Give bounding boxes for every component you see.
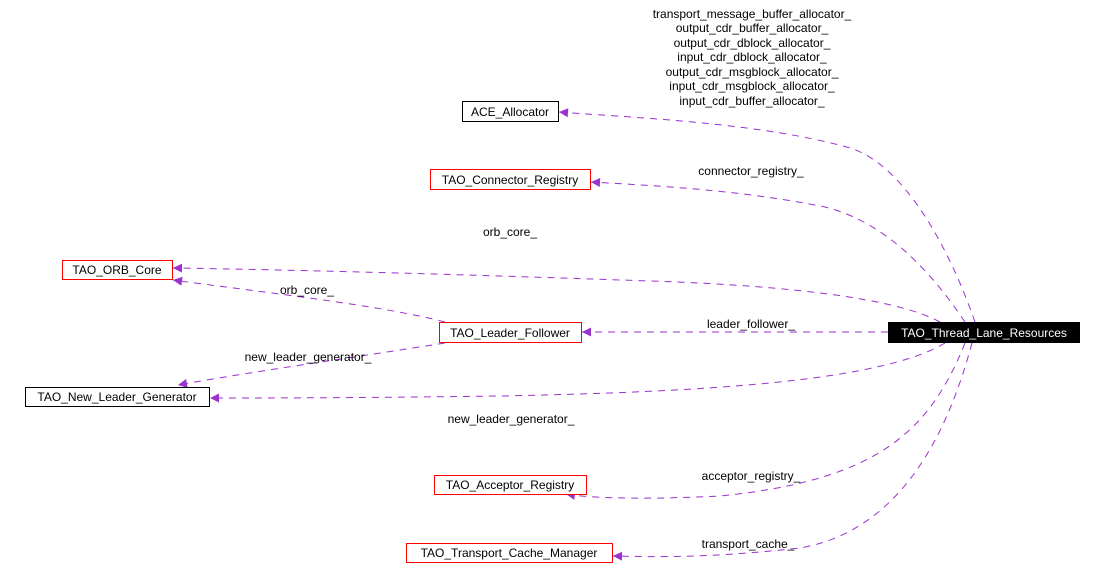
edge-transport-cache	[612, 342, 973, 561]
edge-orb-core-lf	[172, 276, 446, 323]
edge-label: input_cdr_dblock_allocator_	[677, 50, 827, 64]
node-label: TAO_Thread_Lane_Resources	[901, 326, 1067, 340]
edge-label-orb-core-tlr: orb_core_	[483, 225, 537, 239]
edge-label-leader-follower: leader_follower_	[707, 317, 795, 331]
edge-label: input_cdr_msgblock_allocator_	[669, 79, 835, 93]
node-label: TAO_Connector_Registry	[442, 173, 579, 187]
edge-new-leader-generator-lf	[177, 342, 446, 388]
edge-acceptor-registry	[565, 342, 966, 500]
edge-allocators	[558, 108, 976, 323]
node-label: TAO_Transport_Cache_Manager	[421, 546, 598, 560]
node-tao-orb-core[interactable]: TAO_ORB_Core	[62, 260, 173, 280]
node-label: TAO_New_Leader_Generator	[37, 390, 196, 404]
edge-label-new-leader-generator-tlr: new_leader_generator_	[448, 412, 575, 426]
node-label: ACE_Allocator	[471, 105, 549, 119]
allocator-labels: transport_message_buffer_allocator_ outp…	[653, 7, 852, 108]
edge-label: output_cdr_dblock_allocator_	[674, 36, 831, 50]
edge-label-connector-registry: connector_registry_	[698, 164, 804, 178]
node-tao-new-leader-generator[interactable]: TAO_New_Leader_Generator	[25, 387, 210, 407]
node-ace-allocator[interactable]: ACE_Allocator	[462, 101, 559, 122]
edge-label-orb-core-lf: orb_core_	[280, 283, 334, 297]
node-label: TAO_ORB_Core	[72, 263, 161, 277]
edge-orb-core-tlr	[172, 263, 941, 323]
edge-label: output_cdr_msgblock_allocator_	[666, 65, 839, 79]
edge-label: input_cdr_buffer_allocator_	[679, 94, 825, 108]
node-tao-leader-follower[interactable]: TAO_Leader_Follower	[439, 322, 582, 343]
edge-label: transport_message_buffer_allocator_	[653, 7, 852, 21]
node-tao-transport-cache-manager[interactable]: TAO_Transport_Cache_Manager	[406, 543, 613, 563]
edge-connector-registry	[590, 178, 966, 323]
node-tao-thread-lane-resources[interactable]: TAO_Thread_Lane_Resources	[888, 322, 1080, 343]
node-tao-acceptor-registry[interactable]: TAO_Acceptor_Registry	[434, 475, 587, 495]
edge-label-acceptor-registry: acceptor_registry_	[702, 469, 801, 483]
node-label: TAO_Leader_Follower	[450, 326, 570, 340]
edge-label-new-leader-generator-lf: new_leader_generator_	[245, 350, 372, 364]
node-tao-connector-registry[interactable]: TAO_Connector_Registry	[430, 169, 591, 190]
edge-label: output_cdr_buffer_allocator_	[676, 21, 829, 35]
edge-label-transport-cache: transport_cache_	[702, 537, 795, 551]
node-label: TAO_Acceptor_Registry	[446, 478, 575, 492]
